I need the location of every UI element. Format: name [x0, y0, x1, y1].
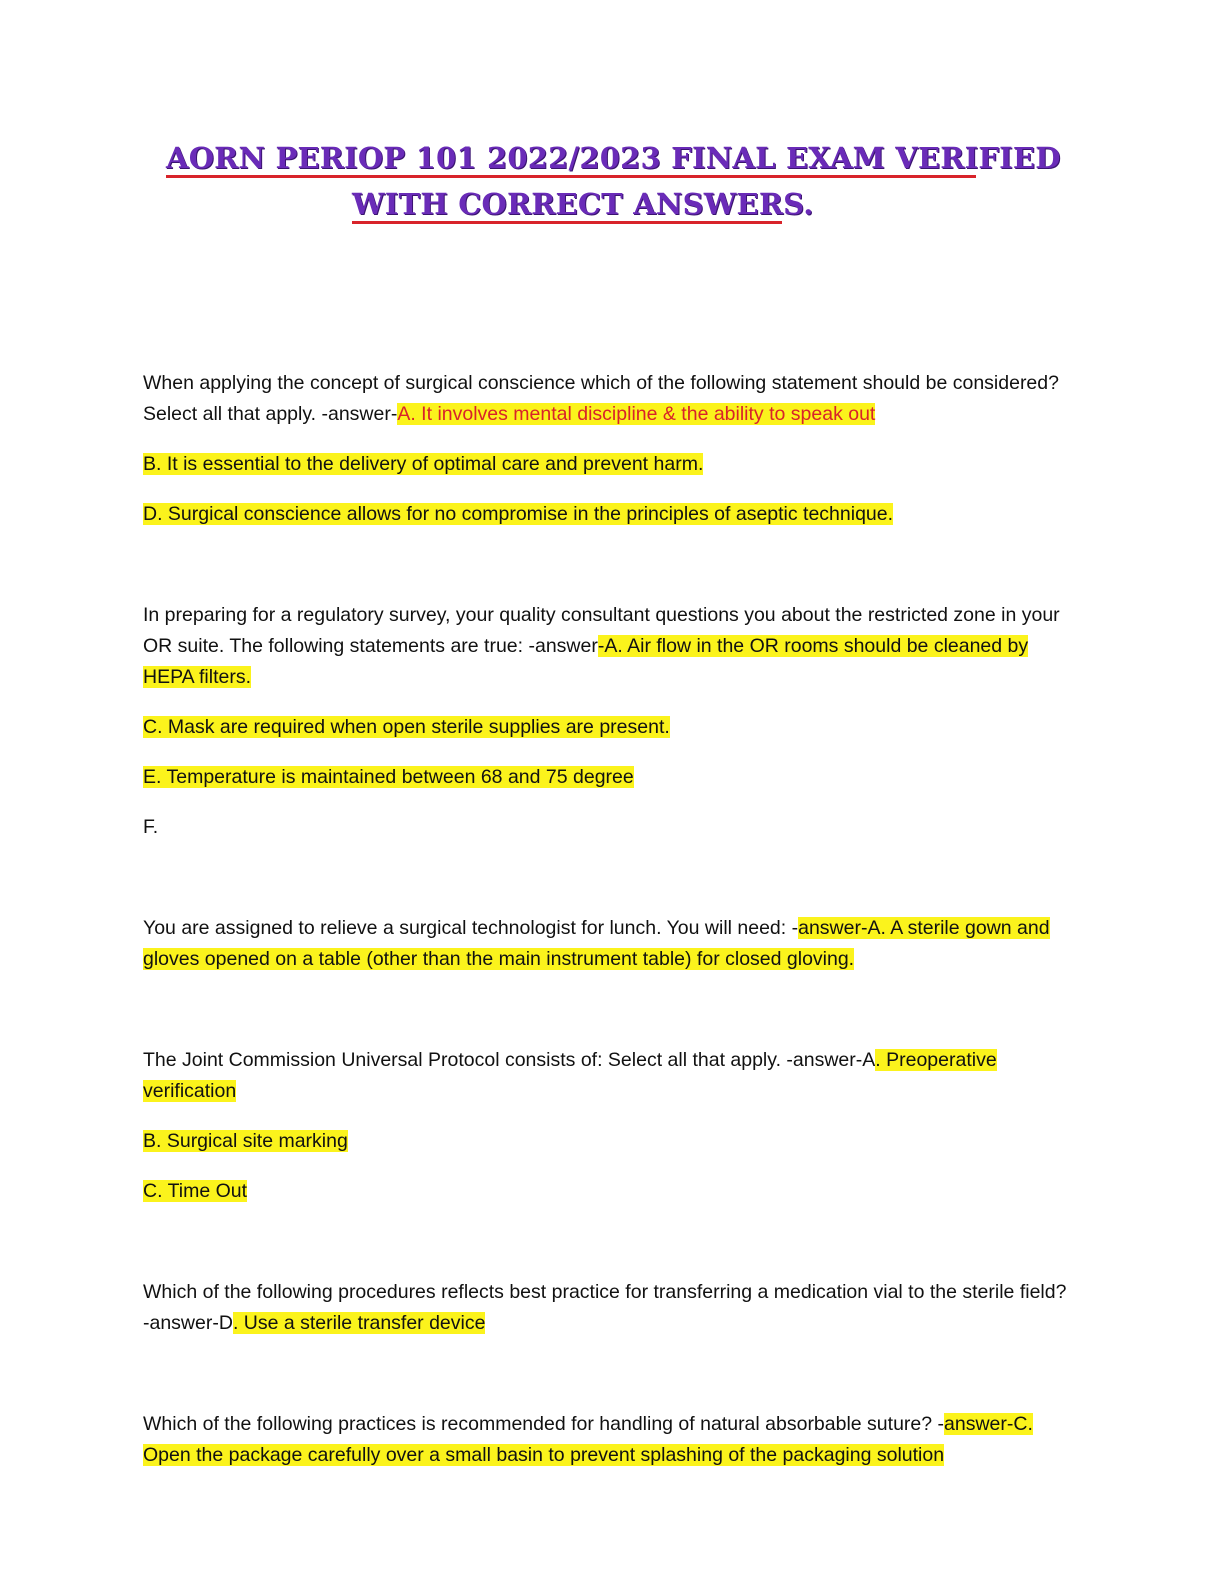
- answer-highlight: C. Mask are required when open sterile s…: [143, 716, 670, 738]
- title-underline-2: [352, 221, 782, 224]
- answer-highlight: A. It involves mental discipline & the a…: [397, 403, 876, 425]
- answer-line: B. Surgical site marking: [143, 1126, 1078, 1157]
- question-block-4: The Joint Commission Universal Protocol …: [143, 1045, 1078, 1207]
- answer-highlight: . Use a sterile transfer device: [232, 1312, 486, 1334]
- question-text: In preparing for a regulatory survey, yo…: [143, 600, 1078, 693]
- question-prompt: When applying the concept of surgical co…: [143, 372, 1059, 425]
- answer-highlight: B. It is essential to the delivery of op…: [143, 453, 704, 475]
- question-text: The Joint Commission Universal Protocol …: [143, 1045, 1078, 1107]
- question-prompt: The Joint Commission Universal Protocol …: [143, 1049, 876, 1071]
- title-underline-1: [166, 175, 976, 178]
- answer-highlight: E. Temperature is maintained between 68 …: [143, 766, 634, 788]
- document-body: When applying the concept of surgical co…: [143, 368, 1078, 1471]
- question-text: Which of the following procedures reflec…: [143, 1277, 1078, 1339]
- answer-line-plain: F.: [143, 812, 1078, 843]
- question-block-3: You are assigned to relieve a surgical t…: [143, 913, 1078, 975]
- question-text: When applying the concept of surgical co…: [143, 368, 1078, 430]
- question-block-6: Which of the following practices is reco…: [143, 1409, 1078, 1471]
- title-line-2: WITH CORRECT ANSWERS.: [352, 187, 814, 221]
- title-line-1: AORN PERIOP 101 2022/2023 FINAL EXAM VER…: [166, 141, 1061, 175]
- answer-highlight: D. Surgical conscience allows for no com…: [143, 503, 894, 525]
- question-prompt: Which of the following procedures reflec…: [143, 1281, 1067, 1334]
- question-prompt: You are assigned to relieve a surgical t…: [143, 917, 799, 939]
- answer-line: D. Surgical conscience allows for no com…: [143, 499, 1078, 530]
- question-prompt: Which of the following practices is reco…: [143, 1413, 945, 1435]
- question-block-5: Which of the following procedures reflec…: [143, 1277, 1078, 1339]
- plain-text: F.: [143, 816, 159, 838]
- question-block-2: In preparing for a regulatory survey, yo…: [143, 600, 1078, 843]
- question-text: You are assigned to relieve a surgical t…: [143, 913, 1078, 975]
- question-text: Which of the following practices is reco…: [143, 1409, 1078, 1471]
- answer-highlight: C. Time Out: [143, 1180, 248, 1202]
- answer-line: C. Time Out: [143, 1176, 1078, 1207]
- question-prompt: In preparing for a regulatory survey, yo…: [143, 604, 1060, 657]
- question-block-1: When applying the concept of surgical co…: [143, 368, 1078, 530]
- answer-line: E. Temperature is maintained between 68 …: [143, 762, 1078, 793]
- answer-line: B. It is essential to the delivery of op…: [143, 449, 1078, 480]
- answer-line: C. Mask are required when open sterile s…: [143, 712, 1078, 743]
- answer-highlight: B. Surgical site marking: [143, 1130, 348, 1152]
